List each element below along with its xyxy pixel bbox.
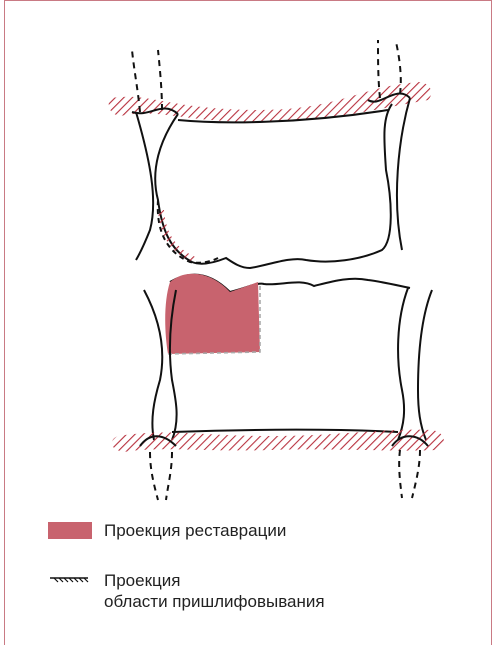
restoration-swatch — [48, 522, 92, 539]
lower-right-interproximal — [398, 288, 432, 440]
restoration-projection — [165, 274, 260, 354]
legend-restoration: Проекция реставрации — [48, 520, 286, 541]
legend-grinding-line1: Проекция — [104, 570, 325, 591]
lower-tooth-bottom-line — [172, 430, 398, 432]
upper-left-interproximal — [136, 112, 153, 260]
legend-grinding-line2: области пришлифовывания — [104, 591, 325, 612]
grinding-hatch-icon — [48, 570, 92, 588]
upper-tooth-outline — [155, 104, 392, 268]
legend-grinding: Проекция области пришлифовывания — [48, 570, 325, 612]
upper-right-interproximal — [397, 98, 410, 250]
lower-left-dashed-root — [150, 452, 172, 500]
lower-grinding-area — [112, 430, 444, 452]
legend-restoration-label: Проекция реставрации — [104, 520, 286, 541]
lower-left-interproximal — [144, 290, 177, 440]
lower-right-dashed-root — [399, 450, 420, 498]
upper-grinding-area — [109, 82, 432, 122]
teeth-diagram — [0, 0, 497, 520]
